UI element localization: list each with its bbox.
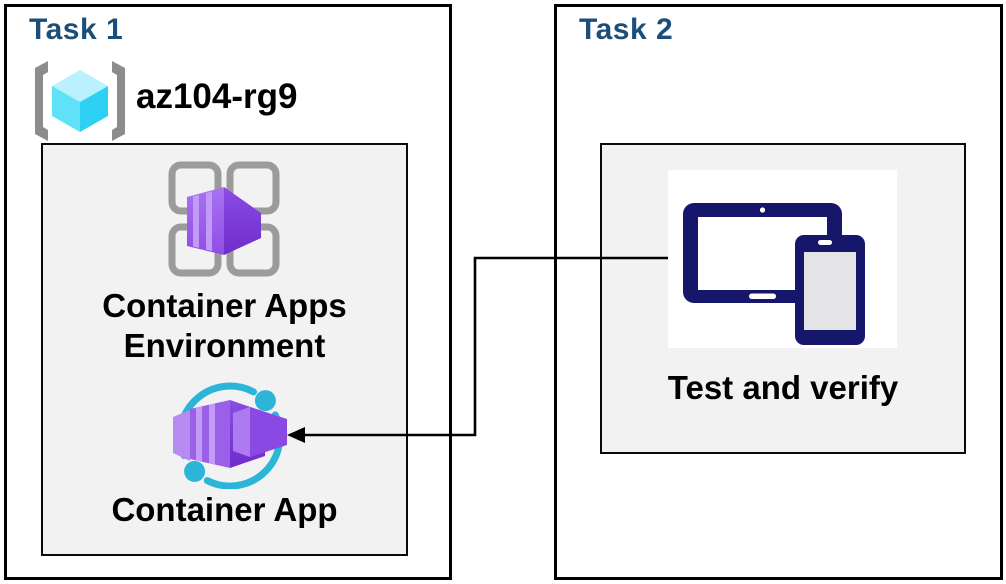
devices-icon bbox=[668, 170, 897, 348]
resource-group-icon bbox=[32, 59, 128, 143]
task1-title: Task 1 bbox=[29, 13, 124, 46]
task2-title: Task 2 bbox=[579, 13, 674, 46]
container-app-label: Container App bbox=[111, 491, 338, 528]
test-and-verify-label: Test and verify bbox=[667, 369, 899, 406]
container-apps-environment-icon bbox=[165, 158, 283, 280]
container-app-icon bbox=[169, 382, 291, 490]
container-apps-environment-label: Container Apps Environment bbox=[102, 287, 347, 364]
resource-group-label: az104-rg9 bbox=[136, 77, 298, 116]
